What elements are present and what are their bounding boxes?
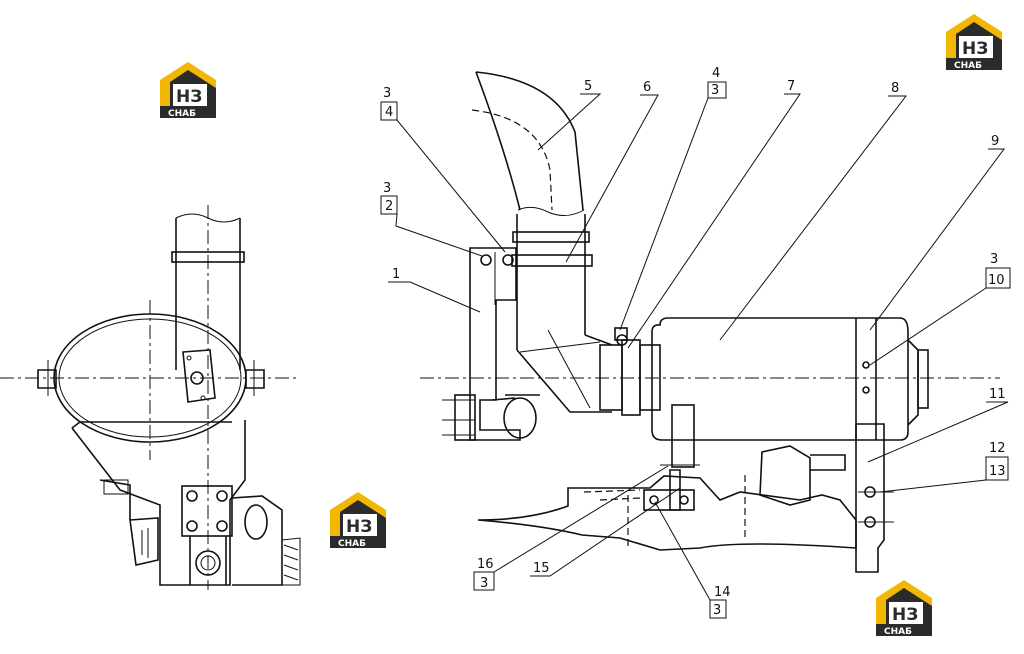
logo-mark: НЗ (892, 605, 918, 625)
callout-9: 9 (991, 134, 999, 149)
logo-mark: НЗ (962, 39, 988, 59)
callout-14: 14 (714, 585, 731, 600)
logo-caption: СНАБ (954, 61, 982, 71)
side-view (0, 205, 301, 590)
callout-3-bottom-left: 3 (480, 576, 488, 591)
logo-top-left: НЗ СНАБ (160, 62, 216, 119)
logo-caption: СНАБ (338, 539, 366, 549)
callout-16: 16 (477, 557, 494, 572)
callout-7: 7 (787, 79, 795, 94)
front-view (420, 71, 1000, 573)
logo-caption: СНАБ (884, 627, 912, 637)
logo-top-right: НЗ СНАБ (946, 14, 1002, 71)
callout-4-mid: 4 (712, 66, 720, 81)
callout-4-top: 4 (385, 105, 393, 120)
callout-13: 13 (989, 464, 1006, 479)
callout-12: 12 (989, 441, 1006, 456)
callout-3-top: 3 (383, 86, 391, 101)
logo-caption: СНАБ (168, 109, 196, 119)
logo-middle: НЗ СНАБ (330, 492, 386, 549)
logo-mark: НЗ (176, 87, 202, 107)
callout-labels: 3 4 3 2 1 5 6 4 3 7 8 9 3 10 (380, 66, 1011, 619)
callout-15: 15 (533, 561, 550, 576)
callout-6: 6 (643, 80, 651, 95)
callout-11: 11 (989, 387, 1006, 402)
callout-3-mid: 3 (711, 83, 719, 98)
logo-bottom-right: НЗ СНАБ (876, 580, 932, 637)
callout-3-right: 3 (990, 252, 998, 267)
logo-mark: НЗ (346, 517, 372, 537)
callout-3-bottom: 3 (713, 603, 721, 618)
callout-1: 1 (392, 267, 400, 282)
callout-2: 2 (385, 199, 393, 214)
callout-8: 8 (891, 81, 899, 96)
callout-5: 5 (584, 79, 592, 94)
callout-10: 10 (988, 273, 1005, 288)
callout-3-bracket: 3 (383, 181, 391, 196)
pipe-clamp (511, 254, 593, 267)
